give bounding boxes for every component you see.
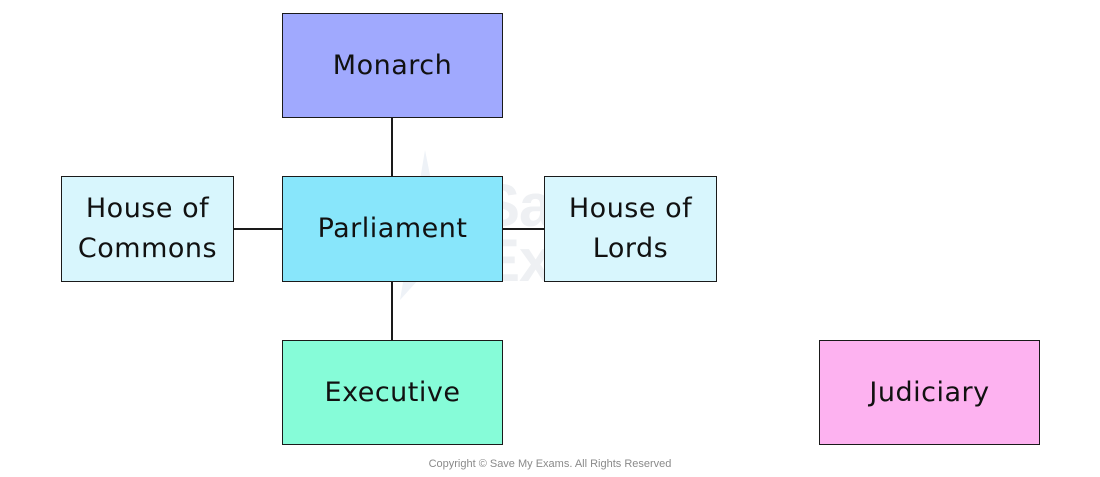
executive-label: Executive — [324, 376, 461, 408]
house-of-lords-label-line-1: House of — [568, 193, 693, 224]
house-of-commons-label-line-1: House of — [85, 193, 210, 224]
house-of-lords-label-line-2: Lords — [592, 233, 669, 264]
connector-parliament-lords — [503, 228, 544, 230]
parliament-label: Parliament — [317, 213, 468, 244]
judiciary-label: Judiciary — [869, 376, 990, 408]
copyright-notice: Copyright © Save My Exams. All Rights Re… — [428, 458, 672, 470]
house-of-commons-box: House of Commons — [61, 176, 234, 282]
monarch-label: Monarch — [332, 49, 453, 81]
house-of-commons-label-line-2: Commons — [77, 233, 218, 264]
parliament-box: Parliament — [282, 176, 503, 282]
judiciary-box: Judiciary — [819, 340, 1040, 445]
executive-box: Executive — [282, 340, 503, 445]
connector-parliament-executive — [391, 282, 393, 340]
connector-monarch-parliament — [391, 118, 393, 176]
house-of-lords-box: House of Lords — [544, 176, 717, 282]
connector-commons-parliament — [234, 228, 282, 230]
monarch-box: Monarch — [282, 13, 503, 118]
